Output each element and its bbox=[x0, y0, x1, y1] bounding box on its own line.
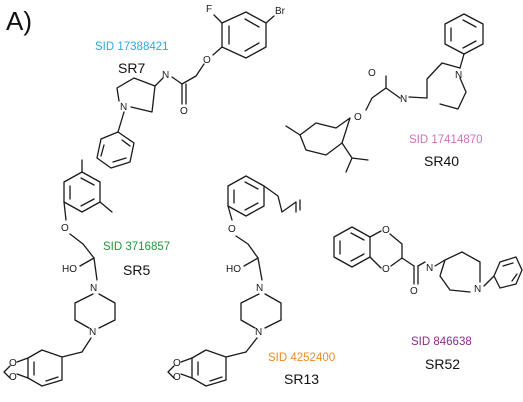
atom-label-o: O bbox=[173, 358, 181, 369]
code-label-sr52: SR52 bbox=[425, 356, 460, 372]
atom-label-o: O bbox=[228, 224, 236, 235]
code-label-sr5: SR5 bbox=[123, 262, 150, 278]
atom-label-br: Br bbox=[275, 6, 286, 17]
atom-label-o: O bbox=[382, 264, 390, 275]
atom-label-o: O bbox=[354, 112, 362, 123]
structure-sr5: O HO N N O O bbox=[3, 159, 116, 387]
atom-label-o: O bbox=[180, 106, 188, 117]
atom-label-n: N bbox=[89, 327, 96, 338]
code-label-sr7: SR7 bbox=[118, 60, 145, 76]
atom-label-o: O bbox=[382, 225, 390, 236]
structure-sr52: O O O N N bbox=[333, 225, 523, 297]
atom-label-o: O bbox=[9, 358, 17, 369]
atom-label-n: N bbox=[256, 283, 263, 294]
atom-label-o: O bbox=[173, 372, 181, 383]
structure-sr40: N N O O bbox=[285, 13, 484, 173]
atom-label-n: N bbox=[474, 284, 481, 295]
atom-label-n: N bbox=[255, 327, 262, 338]
atom-label-o: O bbox=[61, 223, 69, 234]
sid-label-sr52: SID 846638 bbox=[411, 336, 472, 348]
atom-label-n: N bbox=[162, 70, 169, 81]
sid-label-sr40: SID 17414870 bbox=[409, 134, 483, 146]
atom-label-n: N bbox=[426, 263, 433, 274]
atom-label-n: N bbox=[400, 94, 407, 105]
atom-label-o: O bbox=[368, 68, 376, 79]
structure-sr13: O HO N N O O bbox=[167, 175, 301, 387]
atom-label-n: N bbox=[120, 102, 127, 113]
atom-label-n: N bbox=[455, 70, 462, 81]
atom-label-o: O bbox=[203, 55, 211, 66]
panel-label: A) bbox=[6, 6, 32, 36]
structure-sr7: F Br O O N N bbox=[96, 4, 286, 169]
atom-label-ho: HO bbox=[62, 264, 77, 275]
atom-label-o: O bbox=[410, 286, 418, 297]
code-label-sr40: SR40 bbox=[424, 153, 459, 169]
code-label-sr13: SR13 bbox=[284, 371, 319, 387]
atom-label-o: O bbox=[9, 372, 17, 383]
atom-label-n: N bbox=[90, 283, 97, 294]
sid-label-sr5: SID 3716857 bbox=[103, 241, 170, 253]
atom-label-f: F bbox=[206, 4, 212, 15]
sid-label-sr7: SID 17388421 bbox=[95, 41, 169, 53]
sid-label-sr13: SID 4252400 bbox=[268, 352, 335, 364]
atom-label-ho: HO bbox=[226, 264, 241, 275]
